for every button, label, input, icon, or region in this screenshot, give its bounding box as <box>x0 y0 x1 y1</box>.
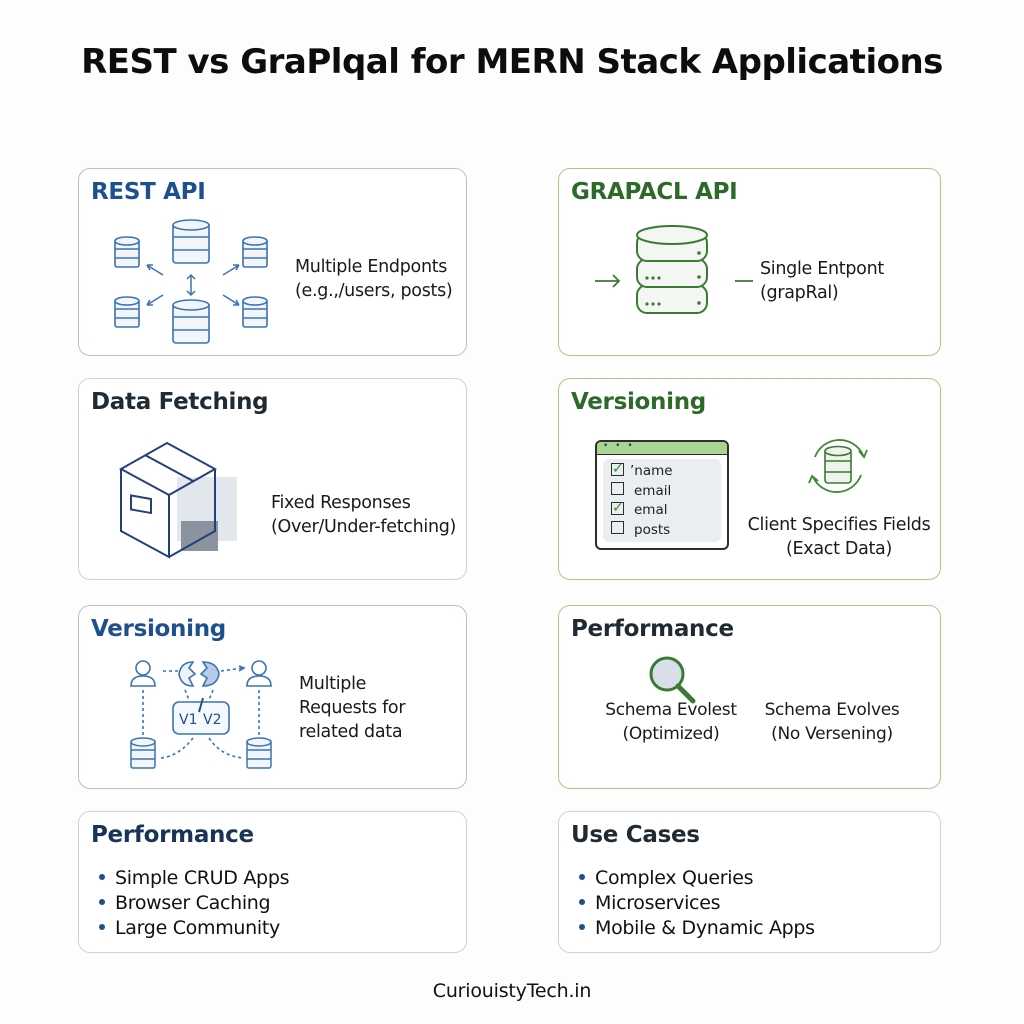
multiple-databases-with-arrows-icon <box>114 219 268 344</box>
card-title: Versioning <box>571 389 706 415</box>
card-title: Use Cases <box>571 822 700 848</box>
field-selection-window-icon: • • • ✓ ’name email ✓ emal posts <box>595 440 729 550</box>
description-line: Multiple <box>299 674 367 694</box>
description: Multiple Requests for related data <box>299 672 406 744</box>
list-item: Microservices <box>579 891 815 916</box>
description-line: (Optimized) <box>622 724 720 744</box>
perf-item: Schema Evolest (Optimized) <box>581 698 761 746</box>
box-icon <box>118 441 237 559</box>
database-icon <box>172 299 210 344</box>
field-item[interactable]: ✓ emal <box>611 501 713 521</box>
description-line: (No Versening) <box>771 724 893 744</box>
graphql-api-card: GRAPACL API Single Entpont (grapRal) <box>558 168 941 356</box>
description: Multiple Endponts (e.g.,/users, posts) <box>295 255 453 303</box>
field-item[interactable]: email <box>611 482 713 502</box>
list-item-label: Large Community <box>115 917 280 939</box>
field-label: ’name <box>630 463 673 479</box>
data-fetching-card: Data Fetching Fixed Responses (Over/Unde… <box>78 378 467 580</box>
users-versions-v1-v2-icon: V1 V2 <box>130 660 272 769</box>
list-item-label: Simple CRUD Apps <box>115 867 290 889</box>
description-line: Schema Evolves <box>764 700 900 720</box>
v1-label: V1 <box>179 712 197 728</box>
bullet-icon <box>579 873 585 880</box>
rest-api-card: REST API <box>78 168 467 356</box>
description-line: Single Entpont <box>760 259 884 279</box>
description-line: (grapRal) <box>760 283 839 303</box>
rest-versioning-card: Versioning <box>78 605 467 789</box>
card-title: REST API <box>91 179 206 205</box>
database-icon <box>114 236 140 268</box>
list-item: Large Community <box>99 916 289 941</box>
list-item-label: Mobile & Dynamic Apps <box>595 917 815 939</box>
description-line: Client Specifies Fields <box>747 515 931 535</box>
card-title: Performance <box>571 616 734 642</box>
checkbox-unchecked-icon[interactable] <box>611 482 624 495</box>
list-item: Complex Queries <box>579 866 815 891</box>
list-item-label: Complex Queries <box>595 867 754 889</box>
description-line: Multiple Endponts <box>295 257 448 277</box>
description: Single Entpont (grapRal) <box>760 257 884 305</box>
description-line: Requests for <box>299 698 406 718</box>
field-list: ✓ ’name email ✓ emal posts <box>603 459 721 542</box>
list-item: Mobile & Dynamic Apps <box>579 916 815 941</box>
perf-item: Schema Evolves (No Versening) <box>747 698 917 746</box>
magnifier-icon <box>649 656 696 704</box>
database-icon <box>114 296 140 328</box>
list-item-label: Microservices <box>595 892 721 914</box>
description-line: Schema Evolest <box>605 700 737 720</box>
database-sync-icon <box>808 439 868 493</box>
bullet-icon <box>99 898 105 905</box>
footer-brand: CuriouistyTech.in <box>432 980 592 1002</box>
card-title: GRAPACL API <box>571 179 738 205</box>
description: Fixed Responses (Over/Under-fetching) <box>271 491 456 539</box>
checkbox-unchecked-icon[interactable] <box>611 521 624 534</box>
list-item-label: Browser Caching <box>115 892 271 914</box>
field-label: posts <box>634 521 671 538</box>
database-icon <box>242 236 268 268</box>
graphql-performance-card: Performance Schema Evolest (Optimized) S… <box>558 605 941 789</box>
card-title: Versioning <box>91 616 226 642</box>
card-title: Data Fetching <box>91 389 269 415</box>
user-icon <box>246 660 272 687</box>
checkbox-checked-icon[interactable]: ✓ <box>611 499 624 516</box>
card-title: Performance <box>91 822 254 848</box>
description-line: (Exact Data) <box>785 539 893 559</box>
bullet-icon <box>99 873 105 880</box>
database-icon <box>242 296 268 328</box>
single-database-icon <box>595 225 753 314</box>
list-item: Browser Caching <box>99 891 289 916</box>
page-title: REST vs GraPlqal for MERN Stack Applicat… <box>81 42 943 82</box>
database-icon <box>130 737 156 769</box>
bullet-list: Complex Queries Microservices Mobile & D… <box>579 866 815 941</box>
window-titlebar: • • • <box>597 442 727 455</box>
rest-performance-card: Performance Simple CRUD Apps Browser Cac… <box>78 811 467 953</box>
bullet-list: Simple CRUD Apps Browser Caching Large C… <box>99 866 289 941</box>
list-item: Simple CRUD Apps <box>99 866 289 891</box>
checkbox-checked-icon[interactable]: ✓ <box>611 460 624 477</box>
description-line: Fixed Responses <box>271 493 411 513</box>
bullet-icon <box>579 898 585 905</box>
field-label: emal <box>634 502 668 518</box>
description: Client Specifies Fields (Exact Data) <box>741 513 937 561</box>
graphql-versioning-card: Versioning • • • ✓ ’name email ✓ emal post… <box>558 378 941 580</box>
description-line: (Over/Under-fetching) <box>271 517 457 537</box>
database-icon <box>246 737 272 769</box>
use-cases-card: Use Cases Complex Queries Microservices … <box>558 811 941 953</box>
field-item[interactable]: ✓ ’name <box>611 462 713 482</box>
description-line: (e.g.,/users, posts) <box>295 281 453 301</box>
v2-label: V2 <box>203 712 221 728</box>
field-item[interactable]: posts <box>611 521 713 541</box>
user-icon <box>130 660 156 687</box>
database-icon <box>172 219 210 264</box>
bullet-icon <box>99 923 105 930</box>
field-label: email <box>634 482 672 499</box>
bullet-icon <box>579 923 585 930</box>
description-line: related data <box>299 722 403 742</box>
